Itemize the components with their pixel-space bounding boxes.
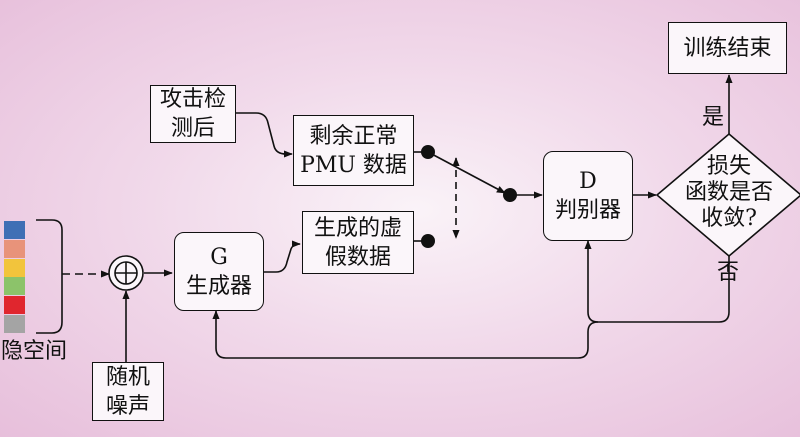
switch-dot-output	[503, 188, 517, 202]
latent-color-block	[4, 296, 25, 315]
fake-data-box: 生成的虚 假数据	[302, 211, 414, 274]
attack-to-normal-arrow	[236, 112, 293, 158]
fake-line-1: 生成的虚	[313, 215, 402, 241]
latent-color-block	[4, 315, 25, 333]
generator-to-fake-arrow	[264, 240, 301, 273]
latent-space-label: 隐空间	[1, 339, 68, 364]
discriminator-box: D 判别器	[543, 151, 633, 241]
normal-line-1: 剩余正常	[309, 123, 398, 149]
attack-line-2: 测后	[170, 116, 215, 141]
switch-dot-fake	[421, 234, 435, 248]
feedback-to-generator-path	[212, 310, 599, 359]
switch-arm	[427, 151, 506, 194]
fake-line-2: 假数据	[324, 244, 391, 270]
decision-line-1: 损失	[706, 154, 751, 179]
latent-bracket	[36, 219, 63, 334]
noise-line-2: 噪声	[105, 393, 150, 419]
normal-line-2: PMU 数据	[300, 152, 407, 178]
discriminator-line-1: D	[579, 169, 597, 194]
latent-color-block	[4, 277, 25, 296]
generator-box: G 生成器	[174, 232, 264, 311]
latent-color-block	[4, 221, 25, 239]
yes-label: 是	[702, 105, 725, 130]
decision-diamond	[655, 132, 800, 258]
training-end-box: 训练结束	[668, 22, 787, 74]
generator-line-2: 生成器	[185, 273, 252, 299]
latent-color-block	[4, 258, 25, 277]
normal-pmu-data-box: 剩余正常 PMU 数据	[293, 115, 414, 186]
switch-dot-normal	[421, 145, 435, 159]
discriminator-line-2: 判别器	[554, 198, 621, 223]
no-label: 否	[717, 260, 740, 285]
decision-line-2: 函数是否	[684, 180, 773, 205]
training-end-label: 训练结束	[683, 35, 772, 61]
attack-detection-box: 攻击检 测后	[150, 85, 236, 143]
feedback-path	[584, 240, 730, 323]
decision-line-3: 收敛?	[701, 206, 757, 231]
attack-line-1: 攻击检	[159, 87, 226, 112]
generator-line-1: G	[210, 244, 228, 270]
summing-node	[108, 255, 144, 291]
latent-color-block	[4, 239, 25, 258]
noise-line-1: 随机	[105, 364, 150, 390]
random-noise-box: 随机 噪声	[92, 362, 164, 421]
